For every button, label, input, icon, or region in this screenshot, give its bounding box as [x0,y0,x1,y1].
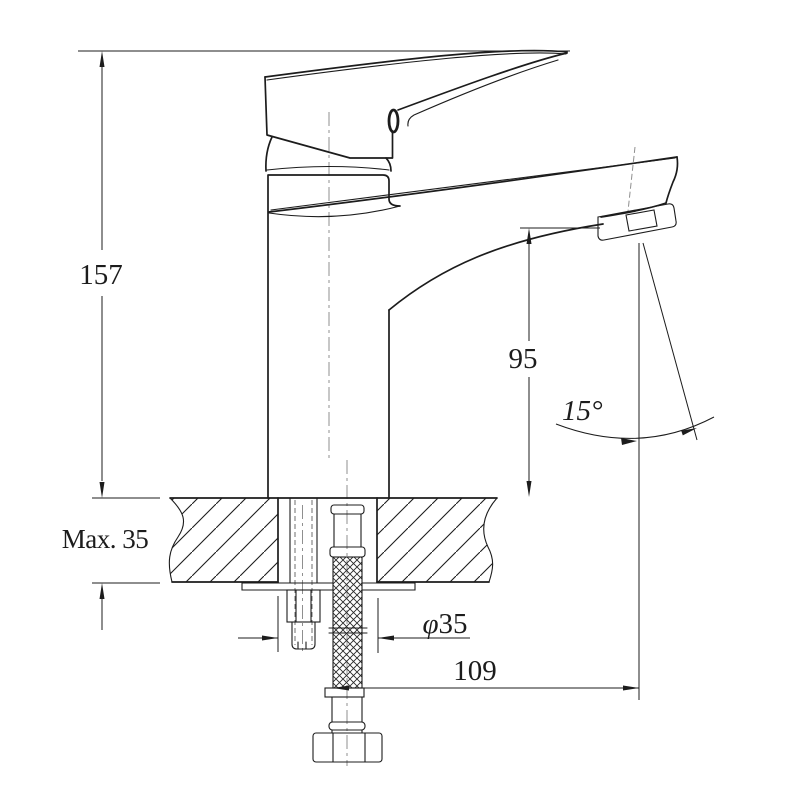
label-spout-reach: 109 [453,655,497,687]
faucet-body [267,174,401,499]
countertop-section [168,497,498,583]
aerator [597,203,677,241]
lever-handle [264,49,568,159]
label-max-thickness: Max. 35 [62,524,149,554]
mounting-plate [241,582,416,591]
mounting-stud [289,497,318,650]
spout [268,156,679,311]
hose-hex-nut [312,732,383,763]
dimension-spout-reach: 109 [333,655,639,691]
supply-hose [324,504,368,734]
dimension-outlet-height: 95 [509,227,600,497]
dimension-max-thickness: Max. 35 [62,524,160,630]
label-outlet-angle: 15° [562,395,603,427]
label-outlet-height: 95 [509,343,538,375]
handle-dot [387,108,400,134]
dimension-total-height: 157 [78,50,570,499]
label-hole-diameter: φ35 [422,608,467,640]
locking-nut [286,589,321,623]
dimension-hole-diameter: φ35 [238,596,470,653]
label-total-height: 157 [79,259,123,291]
cartridge-cap [265,136,392,172]
dimension-outlet-angle: 15° [555,242,715,700]
